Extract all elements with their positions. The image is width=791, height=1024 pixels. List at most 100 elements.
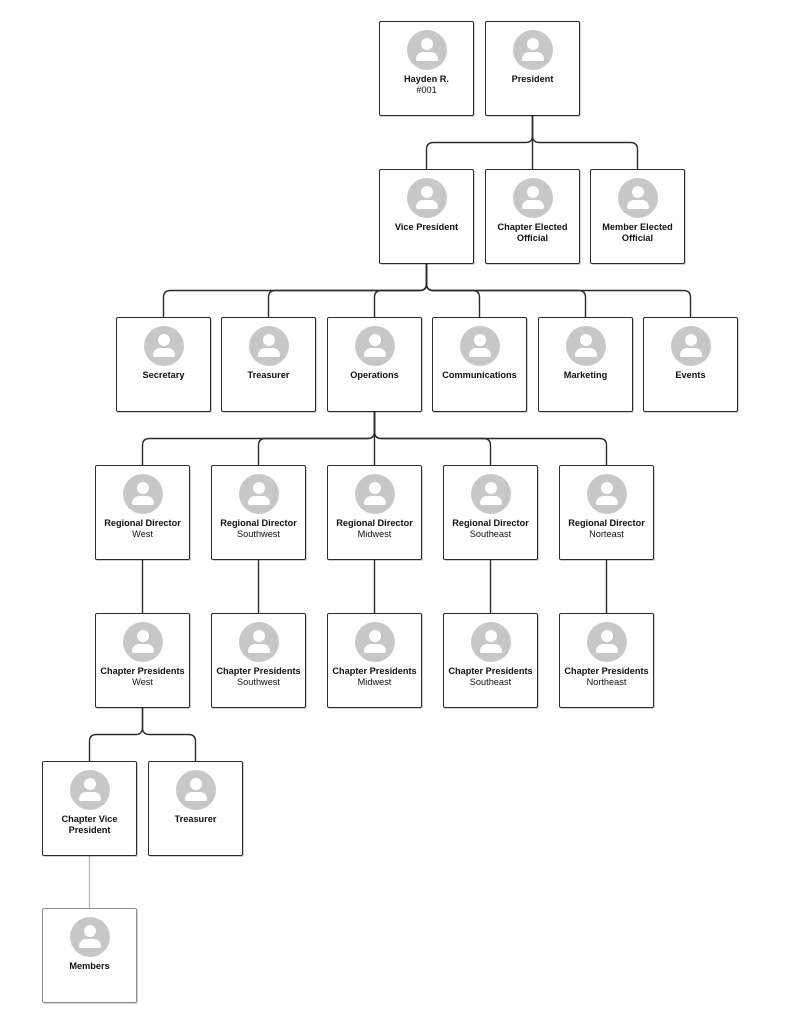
node-title: Chapter Presidents <box>216 666 301 676</box>
person-avatar-icon <box>566 326 606 366</box>
org-node-marketing[interactable]: Marketing <box>538 317 633 412</box>
org-node-chapter-elected-official[interactable]: Chapter Elected Official <box>485 169 580 264</box>
node-label: Communications <box>437 370 522 381</box>
node-title: Regional Director <box>336 518 413 528</box>
org-node-chapter-treasurer[interactable]: Treasurer <box>148 761 243 856</box>
person-avatar-icon <box>355 622 395 662</box>
person-avatar-icon <box>239 622 279 662</box>
org-node-secretary[interactable]: Secretary <box>116 317 211 412</box>
node-label: Hayden R.#001 <box>384 74 469 96</box>
person-avatar-icon <box>513 30 553 70</box>
node-subtitle: Northeast <box>586 677 627 687</box>
org-node-treasurer[interactable]: Treasurer <box>221 317 316 412</box>
connector-line <box>88 708 144 761</box>
node-label: Chapter Elected Official <box>490 222 575 244</box>
person-avatar-icon <box>123 622 163 662</box>
person-avatar-icon <box>587 474 627 514</box>
org-node-president[interactable]: President <box>485 21 580 116</box>
org-node-hayden[interactable]: Hayden R.#001 <box>379 21 474 116</box>
person-avatar-icon <box>355 474 395 514</box>
node-title: Chapter Presidents <box>332 666 417 676</box>
person-avatar-icon <box>618 178 658 218</box>
node-title: Operations <box>350 370 399 380</box>
node-title: Treasurer <box>247 370 290 380</box>
node-subtitle: Southwest <box>237 529 280 539</box>
node-title: Members <box>69 961 110 971</box>
node-subtitle: Norteast <box>589 529 624 539</box>
node-title: Communications <box>442 370 517 380</box>
node-title: Regional Director <box>104 518 181 528</box>
org-node-operations[interactable]: Operations <box>327 317 422 412</box>
person-avatar-icon <box>144 326 184 366</box>
node-title: President <box>511 74 554 84</box>
node-label: Chapter Vice President <box>47 814 132 836</box>
node-subtitle: #001 <box>416 85 437 95</box>
node-subtitle: Southwest <box>237 677 280 687</box>
person-avatar-icon <box>123 474 163 514</box>
node-title: Regional Director <box>452 518 529 528</box>
person-avatar-icon <box>407 178 447 218</box>
node-title: Member Elected Official <box>602 222 673 243</box>
node-label: President <box>490 74 575 85</box>
node-title: Treasurer <box>174 814 217 824</box>
node-title: Secretary <box>142 370 185 380</box>
person-avatar-icon <box>671 326 711 366</box>
node-label: Marketing <box>543 370 628 381</box>
node-subtitle: Midwest <box>357 677 392 687</box>
node-label: Operations <box>332 370 417 381</box>
connector-line <box>141 708 197 761</box>
node-label: Events <box>648 370 733 381</box>
node-title: Marketing <box>563 370 608 380</box>
org-node-vice-president[interactable]: Vice President <box>379 169 474 264</box>
node-label: Member Elected Official <box>595 222 680 244</box>
person-avatar-icon <box>249 326 289 366</box>
node-label: Treasurer <box>153 814 238 825</box>
node-label: Secretary <box>121 370 206 381</box>
node-label: Treasurer <box>226 370 311 381</box>
org-node-communications[interactable]: Communications <box>432 317 527 412</box>
node-subtitle: West <box>132 529 153 539</box>
connector-line <box>531 116 639 169</box>
node-label: Members <box>47 961 132 972</box>
org-node-members[interactable]: Members <box>42 908 137 1003</box>
node-title: Chapter Elected Official <box>497 222 568 243</box>
node-title: Chapter Presidents <box>564 666 649 676</box>
node-title: Regional Director <box>568 518 645 528</box>
connector-line <box>425 116 534 169</box>
person-avatar-icon <box>70 770 110 810</box>
person-avatar-icon <box>471 474 511 514</box>
person-avatar-icon <box>460 326 500 366</box>
org-node-events[interactable]: Events <box>643 317 738 412</box>
node-title: Hayden R. <box>404 74 449 84</box>
node-subtitle: Midwest <box>357 529 392 539</box>
node-label: Vice President <box>384 222 469 233</box>
person-avatar-icon <box>355 326 395 366</box>
node-subtitle: Southeast <box>469 529 512 539</box>
org-node-chapter-vice-president[interactable]: Chapter Vice President <box>42 761 137 856</box>
node-title: Chapter Vice President <box>61 814 118 835</box>
person-avatar-icon <box>587 622 627 662</box>
org-node-member-elected-official[interactable]: Member Elected Official <box>590 169 685 264</box>
